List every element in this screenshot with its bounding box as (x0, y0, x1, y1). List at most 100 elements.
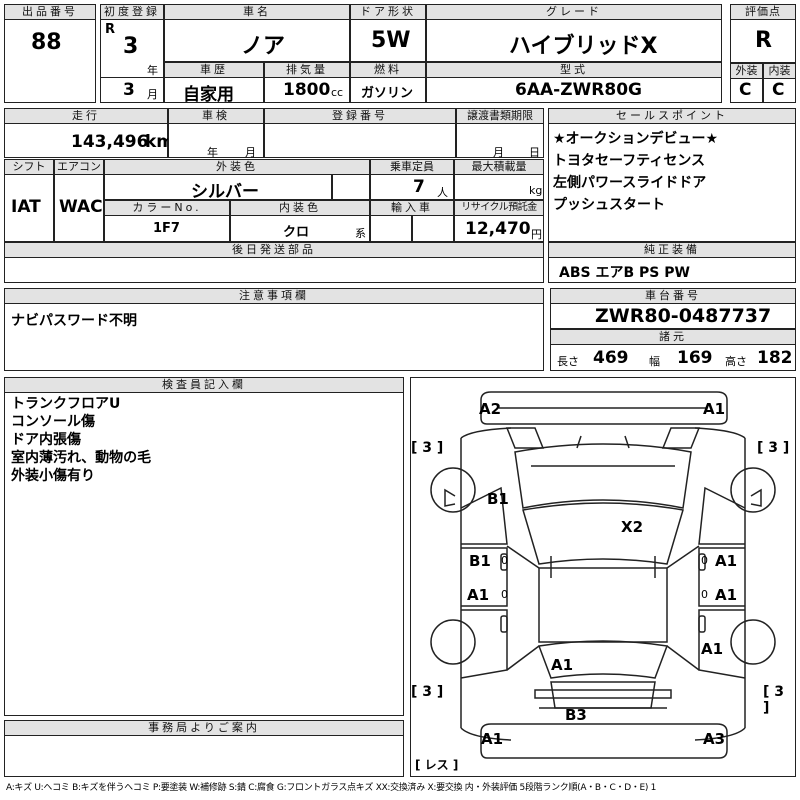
displacement-label: 排気量 (264, 62, 350, 78)
car-name: ノア (241, 34, 286, 59)
load-unit: kg (529, 184, 543, 197)
caution-label: 注意事項欄 (4, 288, 544, 304)
mark-front-right: A1 (703, 400, 726, 418)
plate-box (264, 123, 456, 158)
door-type: 5W (371, 28, 411, 53)
length-label: 長さ (557, 355, 579, 368)
shift-box: IAT (4, 174, 54, 242)
width: 169 (677, 348, 713, 368)
interior-color-unit: 系 (355, 227, 366, 240)
mark-right-rear-door: A1 (715, 586, 738, 604)
door-box: 5W (350, 19, 426, 62)
plate-label: 登録番号 (264, 108, 456, 124)
history-label: 車歴 (164, 62, 264, 78)
grade-box: ハイブリッドX (426, 19, 722, 62)
small-mark: 0 (501, 588, 508, 601)
chassis-number: ZWR80-0487737 (595, 305, 772, 327)
model-code: 6AA-ZWR80G (515, 80, 642, 100)
chassis-box: ZWR80-0487737 (550, 303, 796, 329)
load-label: 最大積載量 (454, 159, 544, 175)
small-mark: 0 (701, 554, 708, 567)
grade: ハイブリッドX (509, 34, 658, 59)
ac-label: エアコン (54, 159, 104, 175)
import-box-b (412, 215, 454, 242)
later-parts-label: 後日発送部品 (4, 242, 544, 258)
model-box: 6AA-ZWR80G (426, 77, 722, 103)
interior-box: C (763, 78, 796, 103)
interior-grade: C (772, 80, 785, 100)
seats-box: 7 人 (370, 174, 454, 200)
lot-box: 88 (4, 19, 96, 103)
score-box: R (730, 19, 796, 63)
equipment-label: 純正装備 (548, 242, 796, 258)
later-parts-box (4, 257, 544, 283)
color-box: シルバー (104, 174, 332, 202)
exterior-label: 外装 (730, 63, 763, 79)
tire-rear-left: [ 3 ] (411, 684, 444, 700)
tire-front-left: [ 3 ] (411, 440, 444, 456)
inspection-month-unit: 月 (245, 146, 256, 159)
shift: IAT (11, 197, 41, 217)
score: R (755, 28, 772, 53)
exterior-box: C (730, 78, 763, 103)
sales-item: ★オークションデビュー★ (553, 131, 719, 147)
tire-rear-right: [ 3 ] (763, 684, 785, 716)
equipment-box: ABS エアB PS PW (548, 257, 796, 283)
office-label: 事務局よりご案内 (4, 720, 404, 736)
sales-points: ★オークションデビュー★ トヨタセーフティセンス 左側パワースライドドア プッシ… (548, 123, 796, 242)
grade-label: グレード (426, 4, 722, 20)
height: 182 (757, 348, 793, 368)
import-box-a (370, 215, 412, 242)
inspector-note: 室内薄汚れ、動物の毛 (11, 450, 152, 466)
reg-year: 3 (123, 34, 139, 59)
car-name-label: 車名 (164, 4, 350, 20)
displacement-box: 1800 cc (264, 77, 350, 103)
equipment: ABS エアB PS PW (559, 265, 690, 281)
inspection-label: 車検 (168, 108, 264, 124)
fuel-box: ガソリン (350, 77, 426, 103)
recycle-box: 12,470 円 (454, 215, 544, 242)
history-box: 自家用 (164, 77, 264, 105)
score-label: 評価点 (730, 4, 796, 20)
caution-note: ナビパスワード不明 (11, 313, 137, 329)
small-mark: 0 (501, 554, 508, 567)
sales-item: トヨタセーフティセンス (553, 153, 706, 169)
mark-front-left: A2 (479, 400, 502, 418)
recycle-deposit: 12,470 (465, 219, 531, 239)
color: シルバー (191, 182, 259, 202)
door-label: ドア形状 (350, 4, 426, 20)
exterior-grade: C (739, 80, 752, 100)
transfer-label: 譲渡書類期限 (456, 108, 544, 124)
import-label: 輸入車 (370, 200, 454, 216)
interior-label: 内装 (763, 63, 796, 79)
recycle-label: リサイクル預託金 (454, 200, 544, 216)
damage-diagram: A2 A1 B1 X2 B1 0 A1 0 A1 0 A1 0 A1 A1 B3… (410, 377, 796, 777)
sales-item: 左側パワースライドドア (553, 175, 707, 191)
mark-left-fender: B1 (487, 490, 509, 508)
ac-box: WAC (54, 174, 104, 242)
colorno-box: 1F7 (104, 215, 230, 242)
transfer-month-unit: 月 (493, 146, 504, 159)
inspection-box: 年 月 (168, 123, 264, 159)
specs-box: 長さ 469 幅 169 高さ 182 (550, 344, 796, 371)
lot-number: 88 (31, 30, 62, 55)
sales-item: プッシュスタート (553, 197, 665, 213)
sales-label: セールスポイント (548, 108, 796, 124)
displacement: 1800 (283, 80, 331, 100)
history: 自家用 (183, 85, 234, 105)
color-label: 外装色 (104, 159, 370, 175)
fuel: ガソリン (361, 86, 414, 101)
mileage-unit: km (145, 132, 175, 152)
inspector-note: コンソール傷 (11, 414, 95, 430)
color-extra-box (332, 174, 370, 200)
mark-right-front-door: A1 (715, 552, 738, 570)
mark-tailgate: A1 (551, 656, 574, 674)
tire-front-right: [ 3 ] (757, 440, 790, 456)
mileage: 143,496 (71, 132, 149, 152)
displacement-unit: cc (331, 86, 344, 99)
seats-label: 乗車定員 (370, 159, 454, 175)
reg-month: 3 (123, 80, 135, 100)
length: 469 (593, 348, 629, 368)
inspector-note: トランクフロアU (11, 396, 121, 412)
colorno: 1F7 (153, 221, 180, 236)
